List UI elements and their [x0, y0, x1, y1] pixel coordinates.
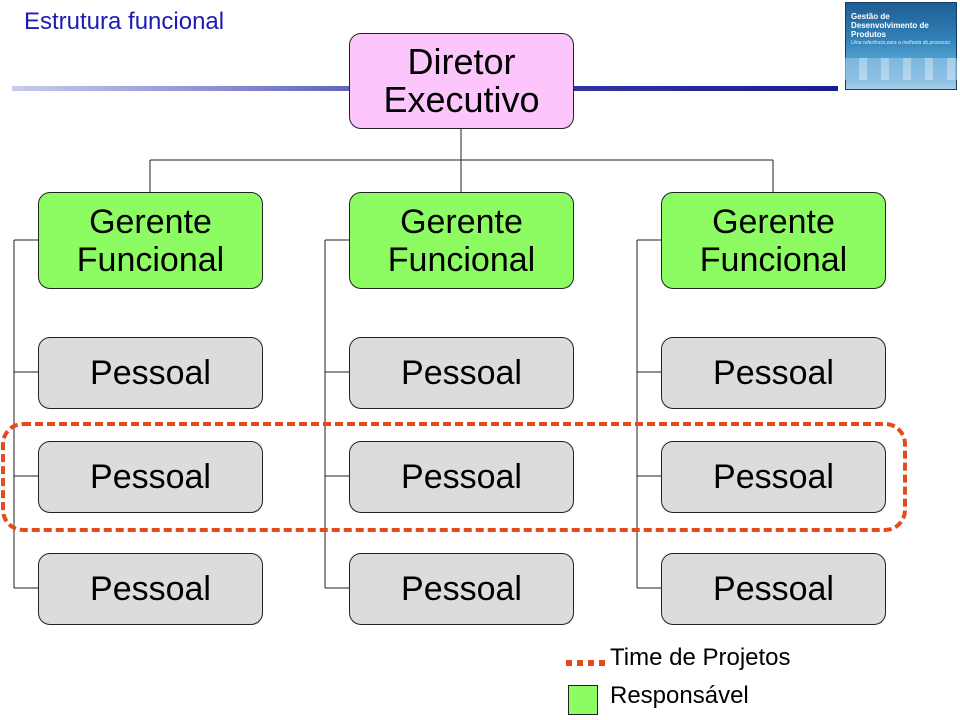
manager-box-1: Gerente Funcional — [38, 192, 263, 289]
staff-box-col2-row2: Pessoal — [349, 441, 574, 513]
manager-3-line-1: Gerente — [712, 202, 835, 241]
logo-title: Gestão de Desenvolvimento de Produtos — [851, 12, 929, 39]
staff-box-col3-row3: Pessoal — [661, 553, 886, 625]
staff-box-col1-row2: Pessoal — [38, 441, 263, 513]
legend-dashed-marker — [566, 660, 606, 666]
slide-title: Estrutura funcional — [24, 8, 225, 35]
director-line-2: Executivo — [383, 79, 540, 120]
staff-box-col1-row3: Pessoal — [38, 553, 263, 625]
legend-green-swatch — [568, 685, 598, 715]
staff-box-col2-row1: Pessoal — [349, 337, 574, 409]
logo-subtitle: Uma referência para a melhoria do proces… — [851, 40, 950, 46]
manager-1-line-2: Funcional — [76, 240, 225, 279]
manager-1-line-1: Gerente — [89, 202, 212, 241]
manager-2-line-2: Funcional — [387, 240, 536, 279]
manager-box-2: Gerente Funcional — [349, 192, 574, 289]
director-line-1: Diretor — [407, 41, 516, 82]
book-logo: Gestão de Desenvolvimento de Produtos Um… — [845, 2, 957, 90]
manager-2-line-1: Gerente — [400, 202, 523, 241]
staff-box-col2-row3: Pessoal — [349, 553, 574, 625]
staff-box-col3-row2: Pessoal — [661, 441, 886, 513]
staff-box-col1-row1: Pessoal — [38, 337, 263, 409]
manager-box-3: Gerente Funcional — [661, 192, 886, 289]
logo-band — [845, 58, 957, 80]
legend-team-label: Time de Projetos — [610, 644, 791, 671]
staff-box-col3-row1: Pessoal — [661, 337, 886, 409]
project-team-outline — [1, 422, 907, 532]
director-box: Diretor Executivo — [349, 33, 574, 129]
legend-responsible-label: Responsável — [610, 682, 749, 709]
manager-3-line-2: Funcional — [699, 240, 848, 279]
